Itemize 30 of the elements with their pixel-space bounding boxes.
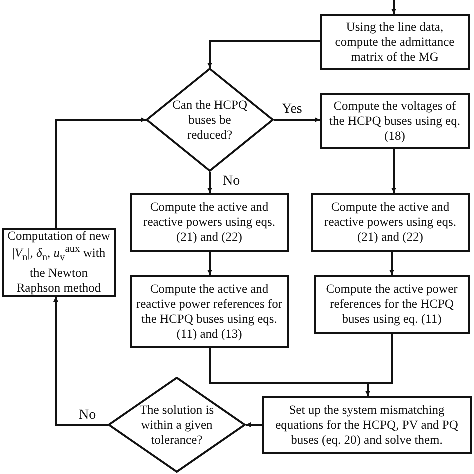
arrow bbox=[54, 297, 108, 426]
arrow bbox=[392, 149, 396, 193]
step-text: Using the line data, compute the admittance matrix of the MG bbox=[334, 20, 456, 64]
step-text: Compute the active power references for the HCPQ buses using eq. (11) bbox=[325, 282, 459, 327]
decision-text: The solution is within a given tolerance? bbox=[138, 402, 216, 448]
step-text: Computation of new |V$_{n}$|, δ$_{n}$, u$_{v}$$^{aux}$ with the Newton Raphson method bbox=[7, 229, 111, 296]
arrow bbox=[390, 252, 394, 275]
arrow bbox=[55, 118, 146, 228]
process-box bbox=[262, 396, 472, 454]
arrow bbox=[246, 422, 262, 428]
step-text: Compute the active and reactive powers using eqs. (21) and (22) bbox=[324, 200, 458, 245]
step-text: Compute the voltages of the HCPQ buses using eq. (18) bbox=[328, 98, 462, 144]
process-box bbox=[130, 193, 289, 252]
decision-diamond bbox=[146, 68, 274, 172]
process-box bbox=[314, 275, 470, 334]
process-box bbox=[311, 193, 470, 252]
arrow bbox=[208, 252, 212, 275]
process-box bbox=[130, 275, 289, 348]
process-box bbox=[320, 14, 470, 70]
decision-text: Can the HCPQ buses be reduced? bbox=[172, 98, 248, 142]
step-text: Compute the active and reactive powers using eqs. (21) and (22) bbox=[142, 200, 276, 245]
arrow bbox=[366, 334, 393, 396]
arrow bbox=[208, 172, 212, 193]
step-text: Set up the system mismatching equations for the HCPQ, PV and PQ buses (eq. 20) and solve them. bbox=[274, 402, 460, 448]
process-box bbox=[320, 93, 470, 149]
arrow bbox=[274, 118, 320, 122]
arrow bbox=[208, 40, 320, 68]
step-text: Compute the active and reactive power references for the HCPQ buses using eqs. (11) and (13) bbox=[135, 282, 284, 342]
arrow bbox=[392, 0, 396, 14]
decision-diamond bbox=[108, 377, 246, 473]
